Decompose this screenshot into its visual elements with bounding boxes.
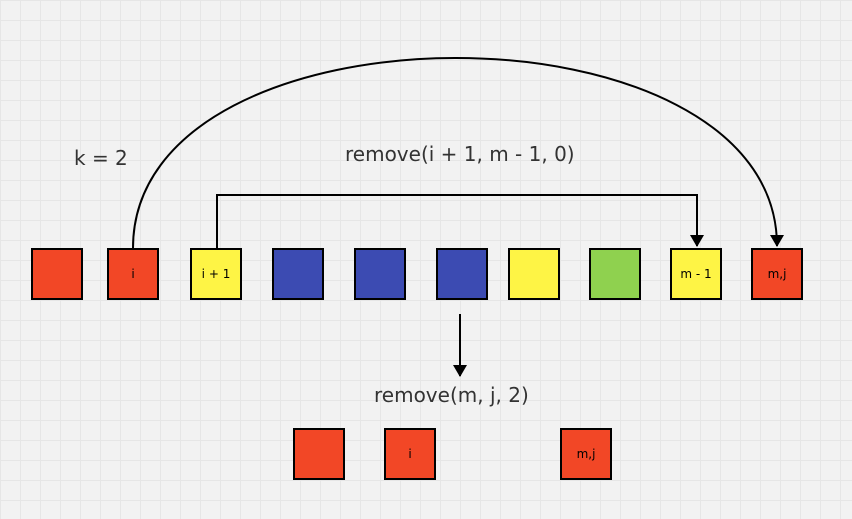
k-label: k = 2	[74, 146, 128, 170]
remove-top-label: remove(i + 1, m - 1, 0)	[345, 142, 575, 166]
cell-label: m,j	[576, 447, 596, 461]
cell-label: i	[131, 267, 135, 281]
cell-i: i	[107, 248, 159, 300]
result-cell-m-j: m,j	[560, 428, 612, 480]
cell-label: m,j	[767, 267, 787, 281]
bracket-arrow-i1-to-m1	[216, 194, 704, 248]
cell-label: i + 1	[201, 267, 231, 281]
cell-7	[589, 248, 641, 300]
cell-i-plus-1: i + 1	[190, 248, 242, 300]
cell-m-minus-1: m - 1	[670, 248, 722, 300]
cell-label: m - 1	[680, 267, 712, 281]
cell-5	[436, 248, 488, 300]
cell-label: i	[408, 447, 412, 461]
result-cell-0	[293, 428, 345, 480]
cell-m-j: m,j	[751, 248, 803, 300]
arc-arrow-i-to-mj	[132, 57, 784, 249]
result-cell-i: i	[384, 428, 436, 480]
cell-3	[272, 248, 324, 300]
cell-0	[31, 248, 83, 300]
cell-4	[354, 248, 406, 300]
cell-6	[508, 248, 560, 300]
remove-bottom-label: remove(m, j, 2)	[374, 383, 529, 407]
